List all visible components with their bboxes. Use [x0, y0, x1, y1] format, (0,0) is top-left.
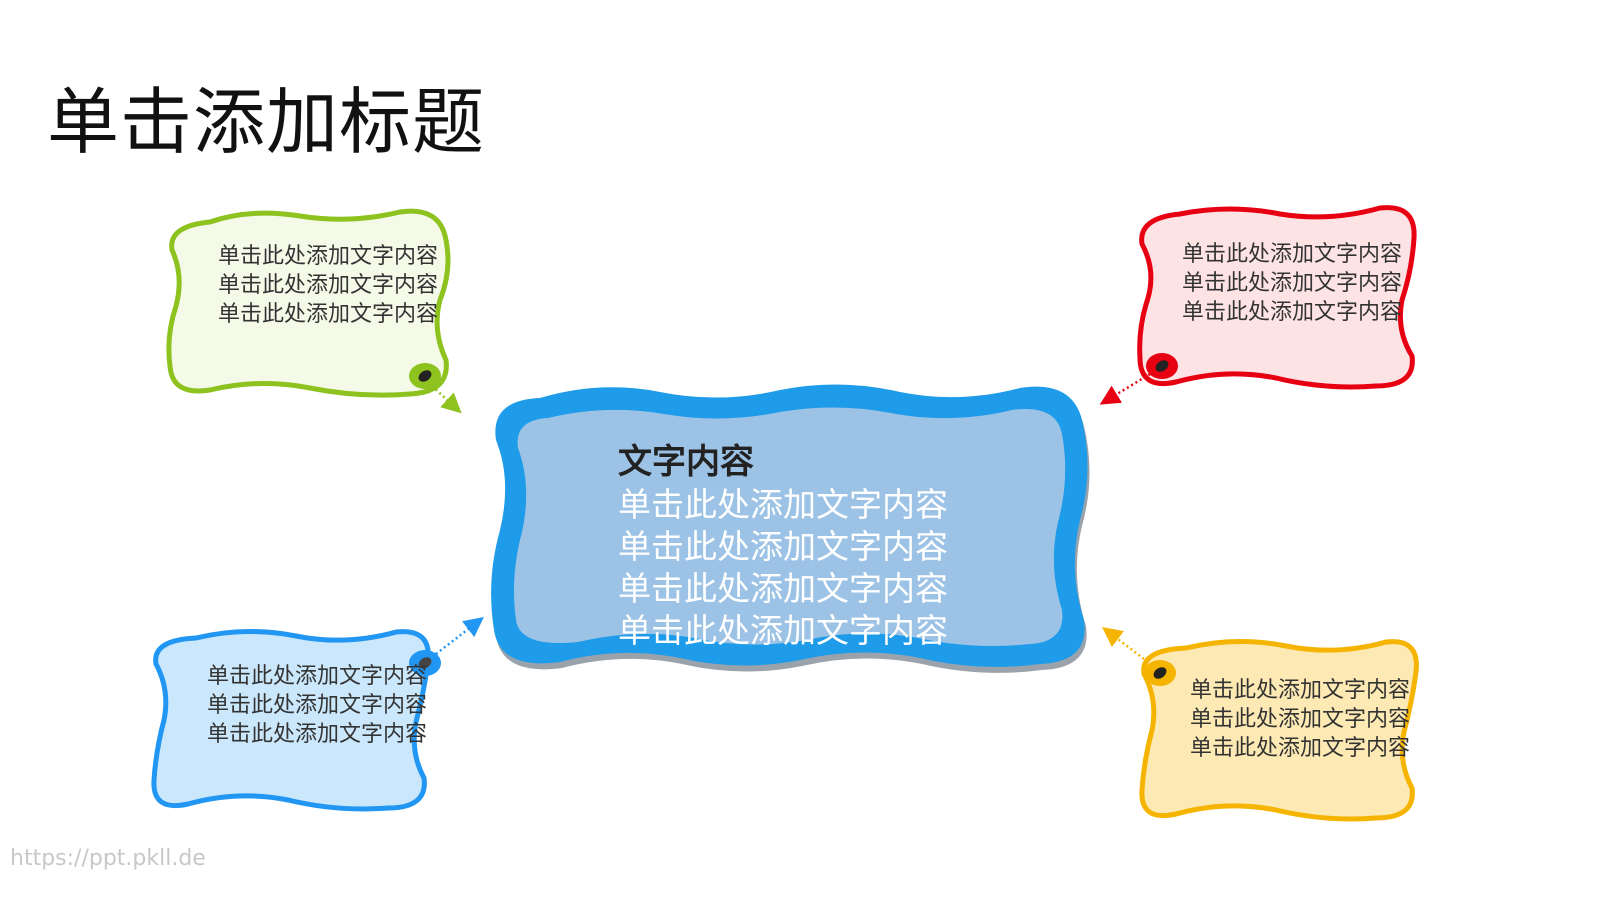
- bubble-top-right-shape: [1137, 205, 1417, 390]
- center-shape[interactable]: [491, 384, 1090, 673]
- bubble-bottom-right[interactable]: [1102, 626, 1419, 822]
- bubble-top-right-text[interactable]: 单击此处添加文字内容单击此处添加文字内容单击此处添加文字内容: [1182, 242, 1403, 325]
- connector-top-right: [1099, 372, 1151, 405]
- connector-top-left: [431, 385, 462, 414]
- bubble-bottom-right-text[interactable]: 单击此处添加文字内容单击此处添加文字内容单击此处添加文字内容: [1190, 678, 1411, 761]
- connector-bottom-left: [435, 616, 484, 655]
- bubble-top-left-text[interactable]: 单击此处添加文字内容单击此处添加文字内容单击此处添加文字内容: [218, 244, 439, 327]
- bubble-top-left[interactable]: [166, 208, 462, 414]
- bubble-top-left-shape: [166, 208, 451, 398]
- slide-title[interactable]: 单击添加标题: [47, 80, 486, 164]
- center-line: 单击此处添加文字内容: [618, 611, 948, 650]
- bubble-bottom-left[interactable]: [151, 616, 484, 812]
- center-text-block[interactable]: 文字内容 单击此处添加文字内容 单击此处添加文字内容 单击此处添加文字内容 单击…: [618, 440, 1028, 652]
- bubble-bottom-left-text[interactable]: 单击此处添加文字内容单击此处添加文字内容单击此处添加文字内容: [207, 664, 428, 747]
- connector-bottom-right: [1102, 626, 1149, 663]
- center-line: 单击此处添加文字内容: [618, 527, 948, 566]
- bubble-bottom-right-shape: [1139, 638, 1419, 822]
- bubble-bottom-left-shape: [151, 628, 431, 812]
- center-line: 单击此处添加文字内容: [618, 485, 948, 524]
- center-line: 单击此处添加文字内容: [618, 569, 948, 608]
- watermark: https://ppt.pkll.de: [10, 846, 206, 871]
- center-heading: 文字内容: [618, 442, 754, 482]
- bubble-top-right[interactable]: [1099, 205, 1417, 405]
